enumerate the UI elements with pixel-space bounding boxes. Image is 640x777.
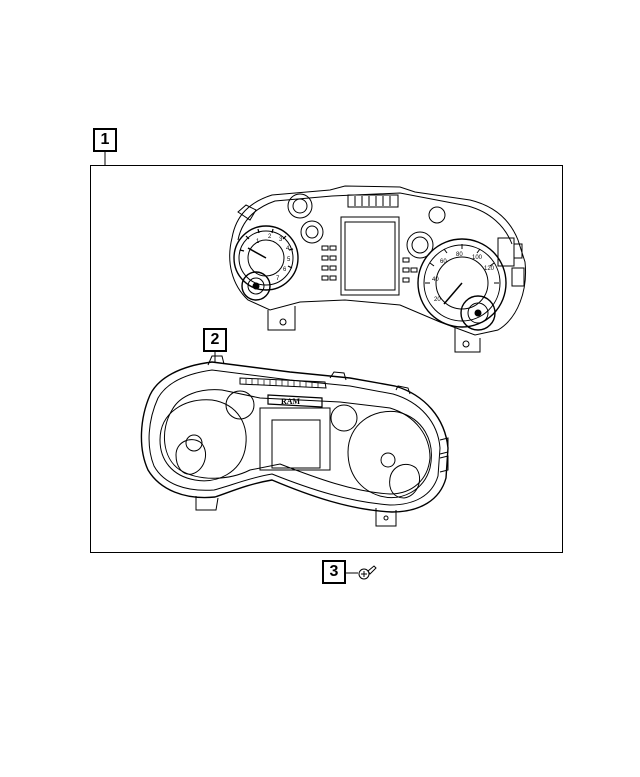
callout-1: 1 — [93, 128, 117, 152]
instrument-cluster — [229, 185, 527, 353]
svg-text:1: 1 — [256, 239, 260, 245]
svg-text:20: 20 — [434, 297, 441, 303]
svg-text:2: 2 — [268, 234, 272, 240]
svg-text:4: 4 — [286, 246, 290, 252]
svg-text:120: 120 — [484, 266, 495, 272]
speedo-numbers: 20 40 60 80 100 120 — [432, 252, 495, 303]
svg-text:6: 6 — [283, 267, 287, 273]
svg-text:7: 7 — [276, 276, 280, 282]
svg-text:5: 5 — [287, 257, 291, 263]
cluster-bezel — [140, 355, 449, 527]
svg-text:40: 40 — [432, 277, 439, 283]
svg-text:80: 80 — [456, 252, 463, 258]
callout-2: 2 — [203, 328, 227, 352]
svg-text:3: 3 — [279, 237, 283, 243]
callout-3: 3 — [322, 560, 346, 584]
assembly-frame — [90, 165, 563, 553]
screw — [358, 565, 377, 580]
svg-text:60: 60 — [440, 259, 447, 265]
svg-text:100: 100 — [472, 255, 483, 261]
tach-numbers: 1 2 3 4 5 6 7 — [256, 234, 291, 282]
ram-badge-text: RAM — [281, 397, 301, 406]
